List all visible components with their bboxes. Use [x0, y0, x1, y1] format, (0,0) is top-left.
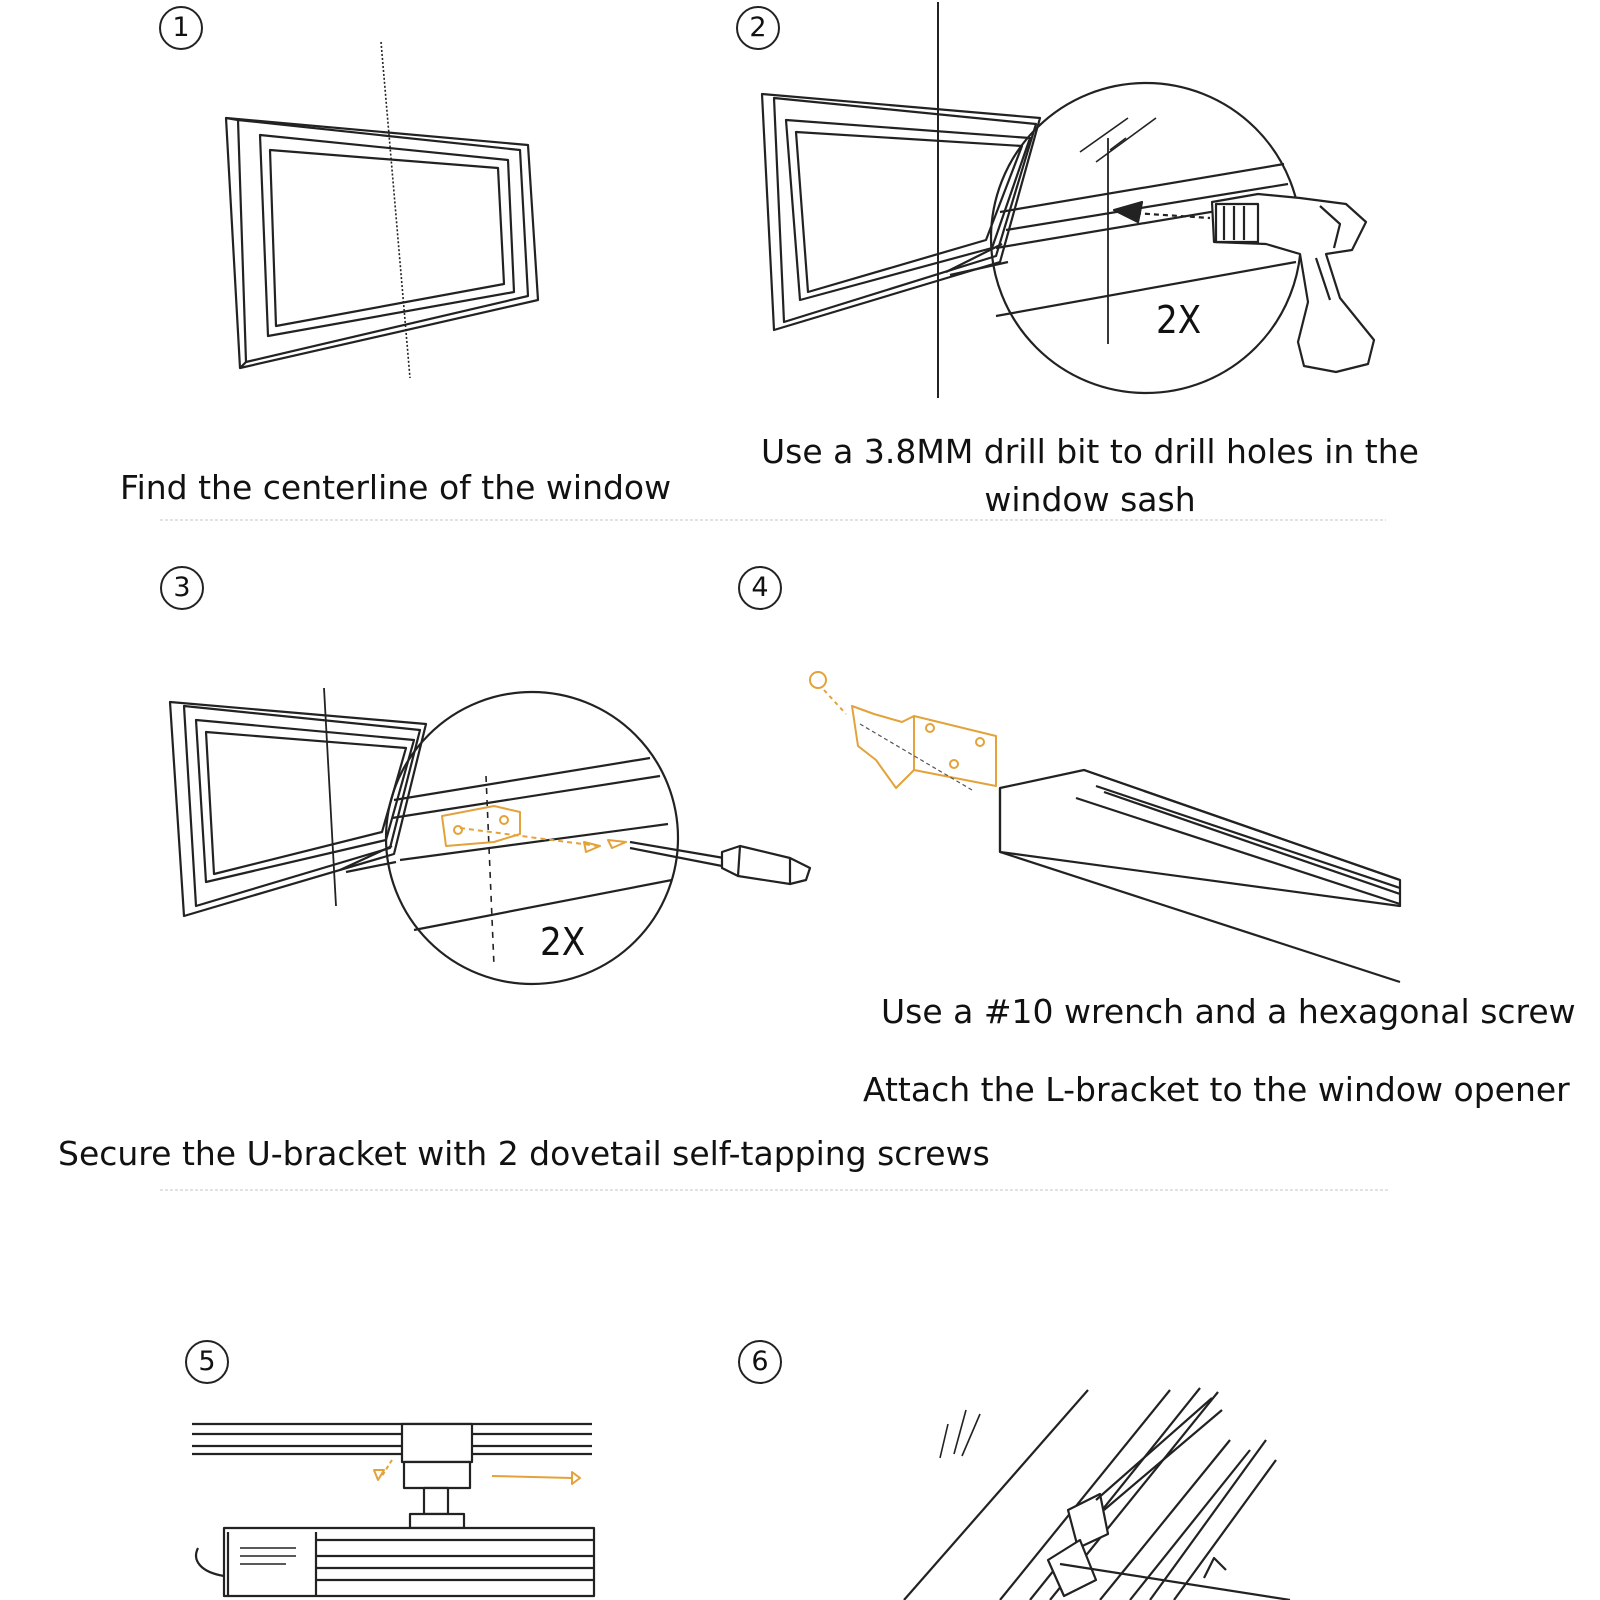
step2-drill-illustration	[760, 2, 1376, 398]
step-4-caption-line1: Use a #10 wrench and a hexagonal screw	[881, 992, 1576, 1031]
step-1-caption: Find the centerline of the window	[120, 468, 672, 507]
step-4-badge: 4	[738, 566, 782, 610]
step3-bracket-illustration	[168, 687, 812, 986]
step5-opener-illustration	[192, 1422, 596, 1598]
step4-l-bracket	[809, 671, 997, 791]
step-6-badge: 6	[738, 1340, 782, 1384]
step-3-callout: 2X	[540, 920, 586, 964]
step5-screws	[373, 1459, 581, 1485]
step3-u-bracket	[441, 805, 627, 853]
step1-window-illustration	[224, 41, 540, 379]
step-2-badge: 2	[736, 6, 780, 50]
step-2-callout: 2X	[1156, 298, 1202, 342]
step-4-caption-line2: Attach the L-bracket to the window opene…	[863, 1070, 1570, 1109]
step-3-badge: 3	[160, 566, 204, 610]
step-3-caption: Secure the U-bracket with 2 dovetail sel…	[58, 1134, 990, 1173]
step-5-badge: 5	[185, 1340, 229, 1384]
step4-lbracket-illustration	[998, 768, 1402, 984]
step6-installed-illustration	[903, 1387, 1291, 1600]
step-2-caption-line2: window sash	[984, 480, 1196, 519]
step-2-caption-line1: Use a 3.8MM drill bit to drill holes in …	[761, 432, 1419, 471]
step-1-badge: 1	[159, 6, 203, 50]
